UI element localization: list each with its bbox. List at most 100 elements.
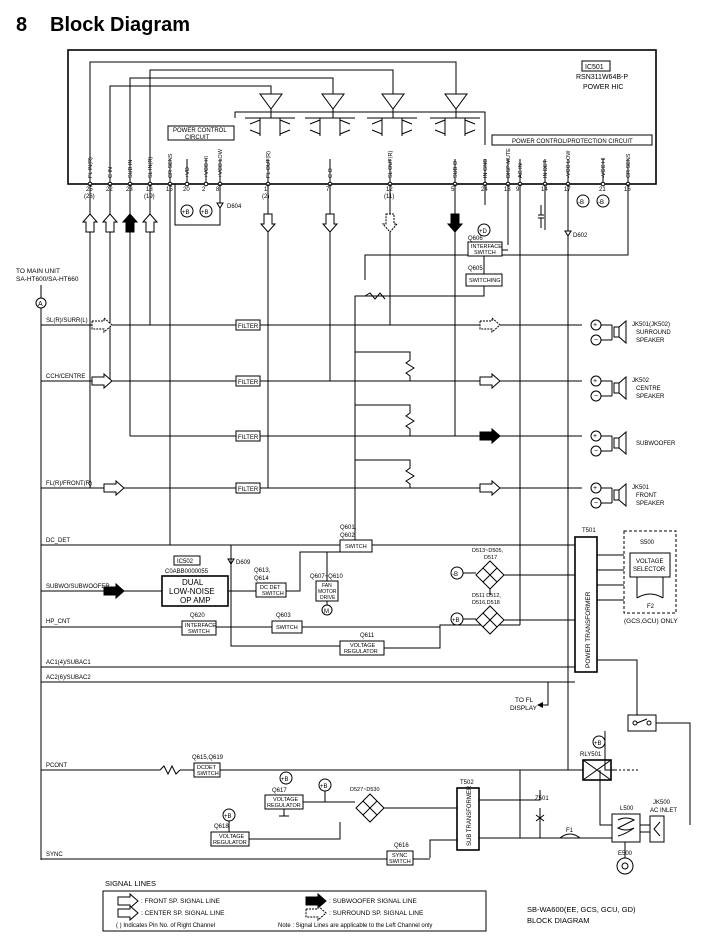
speaker-wire [601, 380, 613, 397]
relay-section: +B RLY501 [567, 714, 691, 825]
ac-lines: AC1(4)/SUBAC1 AC2(6)/SUBAC2 TO FL DISPLA… [41, 660, 575, 712]
legend-center: : CENTER SP. SIGNAL LINE [141, 910, 225, 917]
q601-label: SWITCH [345, 544, 367, 550]
pin-label: FL OUT(R) [266, 151, 272, 178]
pin-label: C IN [108, 167, 114, 178]
plus-sign: + [593, 485, 597, 492]
legend-pin-note: ( ) Indicates Pin No. of Right Channel [116, 923, 215, 929]
speaker-cone-icon [618, 430, 627, 456]
q613-ref2: Q614 [254, 576, 269, 582]
ic502-label-1: DUAL [182, 578, 204, 587]
speaker-label: SPEAKER [636, 338, 665, 344]
pin-label: +VCC LOW [218, 148, 224, 178]
speaker-jack-ref: JK501 [632, 485, 650, 491]
filter-label: FILTER [238, 487, 259, 493]
filter-label: FILTER [238, 435, 259, 441]
page-title: Block Diagram [50, 14, 190, 36]
plus-b-mark: +B [224, 814, 232, 820]
d511-label: D511 D512, [472, 593, 501, 599]
fuse-f2: F2 [647, 604, 655, 610]
minus-b-mark: -B [578, 200, 584, 206]
plus-sign: + [593, 433, 597, 440]
q615-label-2: SWITCH [197, 771, 219, 777]
ac-inlet-section: Z501 F1 L500 JK500 AC INLET E500 [479, 770, 677, 875]
ic-pin: SL OUT(R)12(11) [384, 151, 394, 200]
q618-ref: Q618 [214, 824, 229, 830]
main-unit-connector: TO MAIN UNIT SA-HT600/SA-HT660 A [16, 268, 79, 860]
hp-cnt-label: HP_CNT [46, 619, 70, 625]
pin-label: SL IN(R) [148, 157, 154, 178]
legend-note: Note : Signal Lines are applicable to th… [278, 923, 432, 929]
q605-label: SWITCHING [469, 278, 500, 284]
s500-note: (GCS,GCU) ONLY [624, 618, 678, 625]
dc-det-section: DC_DET Q601, Q602 SWITCH IC502 C0ABB0000… [41, 525, 575, 656]
d511b-label: D516,D518 [472, 600, 500, 606]
pin-number-right-channel: (19) [144, 194, 155, 200]
minus-sign: − [594, 393, 598, 400]
subwo-label: SUBWO/SUBWOOFER [46, 584, 110, 590]
speaker-cone-icon [618, 375, 627, 401]
main-unit-label-1: TO MAIN UNIT [16, 268, 60, 275]
speaker-outputs: +−JK501(JK502)SURROUNDSPEAKER+−JK502CENT… [590, 319, 676, 509]
q606-label-2: SWITCH [474, 250, 496, 256]
minus-b-mark: -B [452, 572, 458, 578]
ic501-power-hic: IC501 RSN311W64B-P POWER HIC POWER CONTR… [67, 49, 657, 185]
s500-label-2: SELECTOR [633, 567, 666, 573]
q605-ref: Q605 [468, 266, 483, 272]
plus-b-mark: +B [320, 784, 328, 790]
q616-label-1: SYNC [392, 853, 407, 859]
sl-signal-label: SL(R)/SURR(L) [46, 318, 88, 324]
plus-b-mark: +B [594, 741, 602, 747]
speaker-jack-ref: JK501(JK502) [632, 322, 670, 328]
pin-label: +VD [185, 167, 191, 178]
q613-label-1: DC DET [260, 585, 281, 591]
speaker-icon [613, 326, 620, 338]
ic502-label-3: OP AMP [180, 596, 211, 605]
sync-label: SYNC [46, 852, 63, 858]
q620-label-1: INTERFACE [185, 623, 216, 629]
pin-number-right-channel: (11) [384, 194, 394, 200]
speaker-icon [613, 437, 620, 449]
amplifier-triangles [89, 61, 468, 159]
power-transformer-section: D513~D505, D517 -B D511 D512, D516,D518 … [450, 528, 678, 715]
q620-label-2: SWITCH [188, 629, 210, 635]
q613-label-2: SWITCH [262, 591, 284, 597]
pin-terminal [184, 181, 190, 187]
pin-label: -VCC LOW [566, 150, 572, 178]
power-control-label-1: POWER CONTROL [173, 128, 227, 134]
q620-ref: Q620 [190, 613, 205, 619]
speaker-label: SPEAKER [636, 501, 665, 507]
q611-label-2: REGULATOR [344, 649, 378, 655]
q607-label-2: MOTOR [318, 589, 337, 595]
pin-number: 5 [451, 187, 455, 193]
pin-number: 1 [264, 187, 268, 193]
plus-sign: + [593, 322, 597, 329]
q607-label-3: DRIVE [320, 595, 336, 601]
q601-ref2: Q602 [340, 533, 355, 539]
dc-det-label: DC_DET [46, 538, 70, 544]
q618-label-1: VOLTAGE [219, 834, 244, 840]
section-number: 8 [16, 14, 27, 36]
pin-label: +VCC HI [204, 156, 210, 178]
q603-ref: Q603 [276, 613, 291, 619]
signal-rows: SL(R)/SURR(L) CCH/CENTRE FL(R)/FRONT(R) … [41, 316, 582, 497]
sub-power-section: +B +B Q617 VOLTAGE REGULATOR D527~D530 +… [41, 771, 480, 866]
plus-b-mark: +B [452, 618, 460, 624]
z501-label: Z501 [535, 796, 549, 802]
pin-label: IN DET [543, 159, 549, 178]
pin-number: 21 [599, 187, 606, 193]
q615-label-1: DCDET [197, 765, 217, 771]
s500-label-1: VOLTAGE [636, 559, 663, 565]
legend-surround: : SURROUND SP. SIGNAL LINE [329, 910, 424, 917]
speaker-output: +−SUBWOOFER [590, 430, 676, 457]
pcont-label: PCONT [46, 763, 67, 769]
ic502-part: C0ABB0000055 [165, 569, 209, 575]
plus-b-mark: +B [201, 210, 209, 216]
t501-label: POWER TRANSFORMER [585, 591, 592, 668]
protection-label: POWER CONTROL/PROTECTION CIRCUIT [512, 139, 633, 145]
ic501-name: POWER HIC [583, 84, 623, 91]
q607-label-1: FAN [322, 583, 332, 589]
d604-label: D604 [227, 204, 242, 210]
q615-ref: Q615,Q619 [192, 755, 224, 761]
